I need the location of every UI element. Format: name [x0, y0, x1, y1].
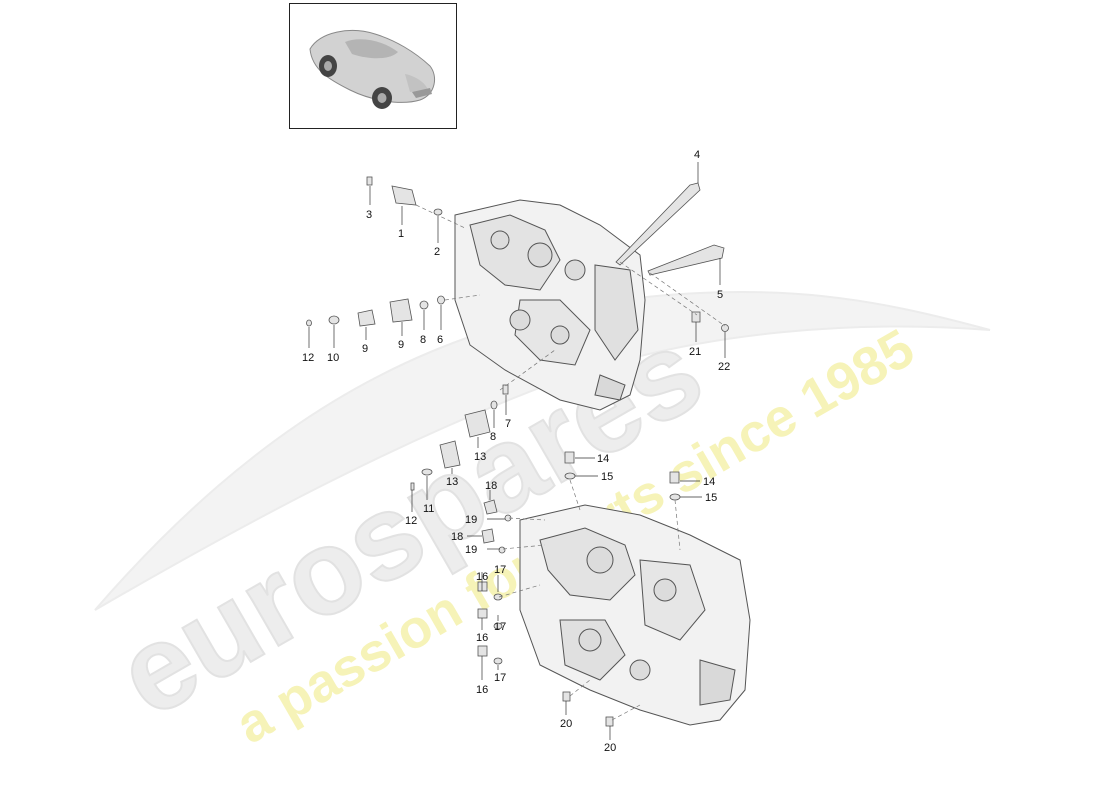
- callout-17: 17: [494, 621, 506, 633]
- callout-1: 1: [398, 228, 404, 240]
- part-9-spring-small: [357, 309, 376, 327]
- callout-13: 13: [474, 451, 486, 463]
- part-20-a: [562, 691, 571, 702]
- part-18-a: [483, 499, 498, 515]
- part-7: [502, 384, 509, 395]
- leader-lines: [308, 162, 726, 740]
- callout-15: 15: [601, 471, 613, 483]
- part-16-c: [477, 645, 488, 657]
- callout-17: 17: [494, 672, 506, 684]
- part-20-b: [605, 716, 614, 727]
- callout-20: 20: [560, 718, 572, 730]
- callouts: 3 1 2 4 5 12 10 9 9 8 6 21 22 7 8 13 13 …: [302, 149, 730, 754]
- part-15-washer-b: [669, 493, 681, 501]
- callout-8: 8: [490, 431, 496, 443]
- callout-15: 15: [705, 492, 717, 504]
- part-19-b: [498, 546, 506, 554]
- part-12-keeper-2: [410, 482, 415, 491]
- part-17-a: [493, 593, 503, 601]
- part-13-spring-a: [464, 409, 491, 438]
- cylinder-head-upper: [454, 199, 646, 411]
- callout-8: 8: [420, 334, 426, 346]
- callout-9: 9: [398, 339, 404, 351]
- callout-12: 12: [302, 352, 314, 364]
- callout-5: 5: [717, 289, 723, 301]
- callout-16: 16: [476, 684, 488, 696]
- callout-12: 12: [405, 515, 417, 527]
- part-1-tensioner: [391, 185, 417, 206]
- callout-9: 9: [362, 343, 368, 355]
- part-8-seat-2: [490, 400, 498, 410]
- callout-7: 7: [505, 418, 511, 430]
- part-16-a: [477, 581, 488, 592]
- part-14-plug-a: [564, 451, 575, 464]
- callout-21: 21: [689, 346, 701, 358]
- callout-10: 10: [327, 352, 339, 364]
- part-17-c: [493, 657, 503, 665]
- callout-16: 16: [476, 632, 488, 644]
- part-16-b: [477, 608, 488, 619]
- callout-4: 4: [694, 149, 700, 161]
- part-11-retainer: [421, 468, 433, 476]
- vehicle-thumbnail: [289, 3, 457, 129]
- callout-18: 18: [485, 480, 497, 492]
- part-17-b: [493, 622, 503, 630]
- part-3-bolt: [366, 176, 373, 186]
- callout-3: 3: [366, 209, 372, 221]
- part-22: [721, 324, 729, 332]
- small-parts: [306, 176, 729, 727]
- part-12-keeper: [306, 319, 312, 327]
- callout-16: 16: [476, 571, 488, 583]
- part-18-b: [481, 528, 495, 544]
- part-8-seat: [419, 300, 429, 310]
- part-14-plug-b: [669, 471, 680, 484]
- callout-11: 11: [423, 503, 434, 515]
- car-thumbnail-image: [309, 30, 436, 109]
- callout-17: 17: [494, 564, 506, 576]
- part-10-retainer: [328, 315, 340, 325]
- callout-18: 18: [451, 531, 463, 543]
- callout-22: 22: [718, 361, 730, 373]
- callout-6: 6: [437, 334, 443, 346]
- part-15-washer-a: [564, 472, 576, 480]
- callout-19: 19: [465, 544, 477, 556]
- cylinder-head-lower: [519, 504, 751, 726]
- callout-20: 20: [604, 742, 616, 754]
- callout-19: 19: [465, 514, 477, 526]
- callout-2: 2: [434, 246, 440, 258]
- part-5-valve: [647, 244, 725, 276]
- part-6-seal: [437, 295, 445, 305]
- part-13-spring-b: [439, 440, 461, 469]
- part-9-spring-large: [389, 298, 413, 323]
- part-4-valve: [615, 182, 701, 266]
- callout-14: 14: [703, 476, 715, 488]
- callout-13: 13: [446, 476, 458, 488]
- callout-14: 14: [597, 453, 609, 465]
- part-21: [691, 311, 701, 323]
